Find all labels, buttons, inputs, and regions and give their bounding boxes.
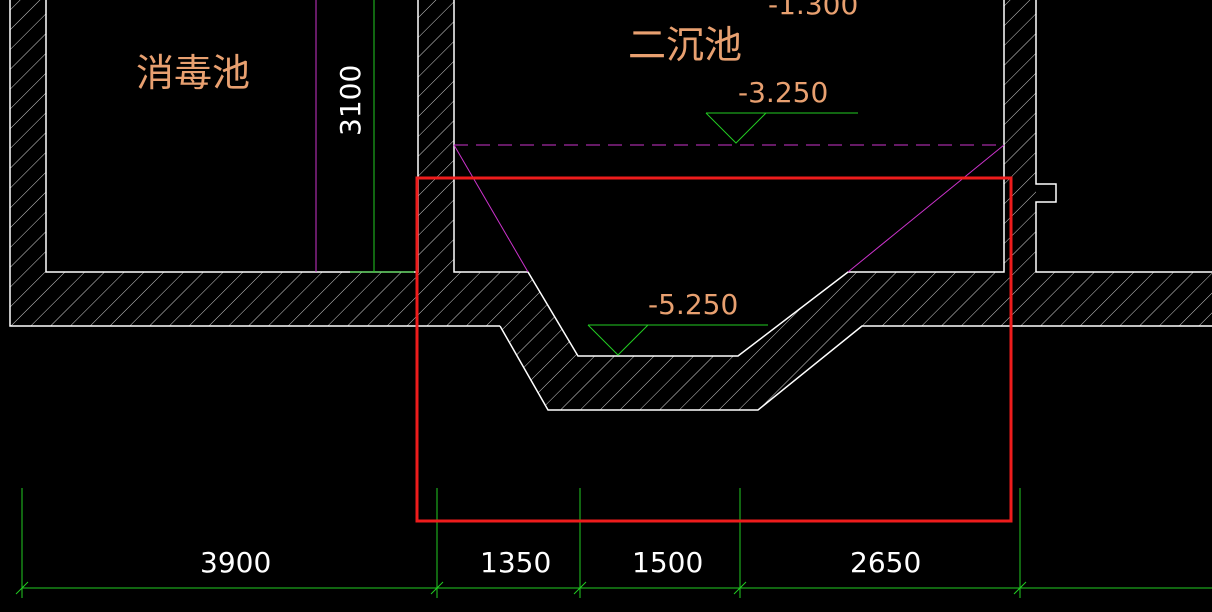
dimension-2650: 2650 bbox=[850, 546, 921, 579]
dimension-3900: 3900 bbox=[200, 546, 271, 579]
secondary-clarifier-label: 二沉池 bbox=[628, 23, 742, 67]
dimension-1350: 1350 bbox=[480, 546, 551, 579]
level-water: -3.250 bbox=[738, 76, 828, 109]
level-top-cut: -1.300 bbox=[768, 0, 858, 21]
disinfection-tank-label: 消毒池 bbox=[136, 51, 250, 95]
dimension-vertical: 3100 bbox=[334, 65, 367, 136]
level-bottom: -5.250 bbox=[648, 288, 738, 321]
slope-lines bbox=[315, 0, 1005, 273]
concrete-walls bbox=[10, 0, 1212, 410]
highlight-box bbox=[415, 176, 1013, 523]
dimension-1500: 1500 bbox=[632, 546, 703, 579]
wall-outlines bbox=[9, 0, 1212, 411]
dimension-lines bbox=[15, 0, 1212, 598]
